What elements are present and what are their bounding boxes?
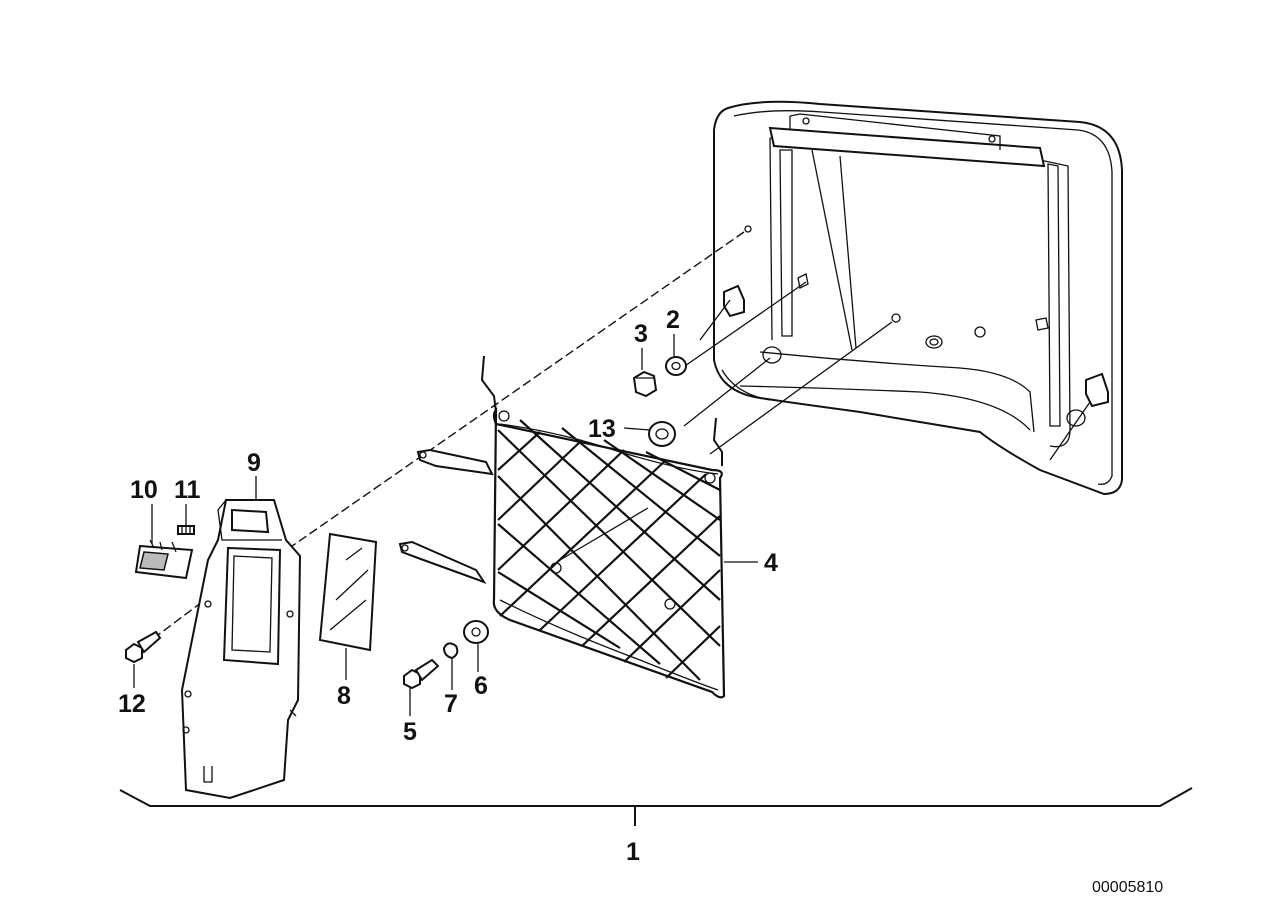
mesh-net	[398, 355, 726, 699]
part-9-panel	[180, 499, 302, 800]
callout-1: 1	[626, 838, 640, 866]
callout-labels: 1 2 3 4 5 6 7 8 9 10 11 12 13 00005810	[118, 306, 1163, 896]
part-5-screw	[403, 658, 440, 690]
diagram-number: 00005810	[1092, 879, 1163, 896]
part-10-socket	[134, 539, 194, 580]
callout-9: 9	[247, 449, 261, 477]
callout-4: 4	[764, 549, 778, 577]
part-6-washer	[463, 620, 489, 644]
part-2-washer	[665, 356, 687, 376]
callout-11: 11	[174, 476, 201, 504]
part-11-bulb	[177, 525, 195, 535]
callout-7: 7	[444, 690, 458, 718]
part-7-spring-washer	[442, 642, 459, 660]
callout-12: 12	[118, 690, 146, 718]
part-12-screw	[125, 630, 162, 664]
leader-lines	[119, 334, 1193, 826]
part-3-nut	[632, 370, 658, 398]
callout-3: 3	[634, 320, 648, 348]
assembly-lines	[153, 231, 893, 639]
callout-13: 13	[588, 415, 616, 443]
part-13-grommet	[648, 421, 676, 447]
callout-10: 10	[130, 476, 158, 504]
callout-2: 2	[666, 306, 680, 334]
part-8-plate	[318, 532, 378, 652]
callout-6: 6	[474, 672, 488, 700]
callout-5: 5	[403, 718, 417, 746]
top-case-shell	[699, 100, 1123, 496]
callout-8: 8	[337, 682, 351, 710]
